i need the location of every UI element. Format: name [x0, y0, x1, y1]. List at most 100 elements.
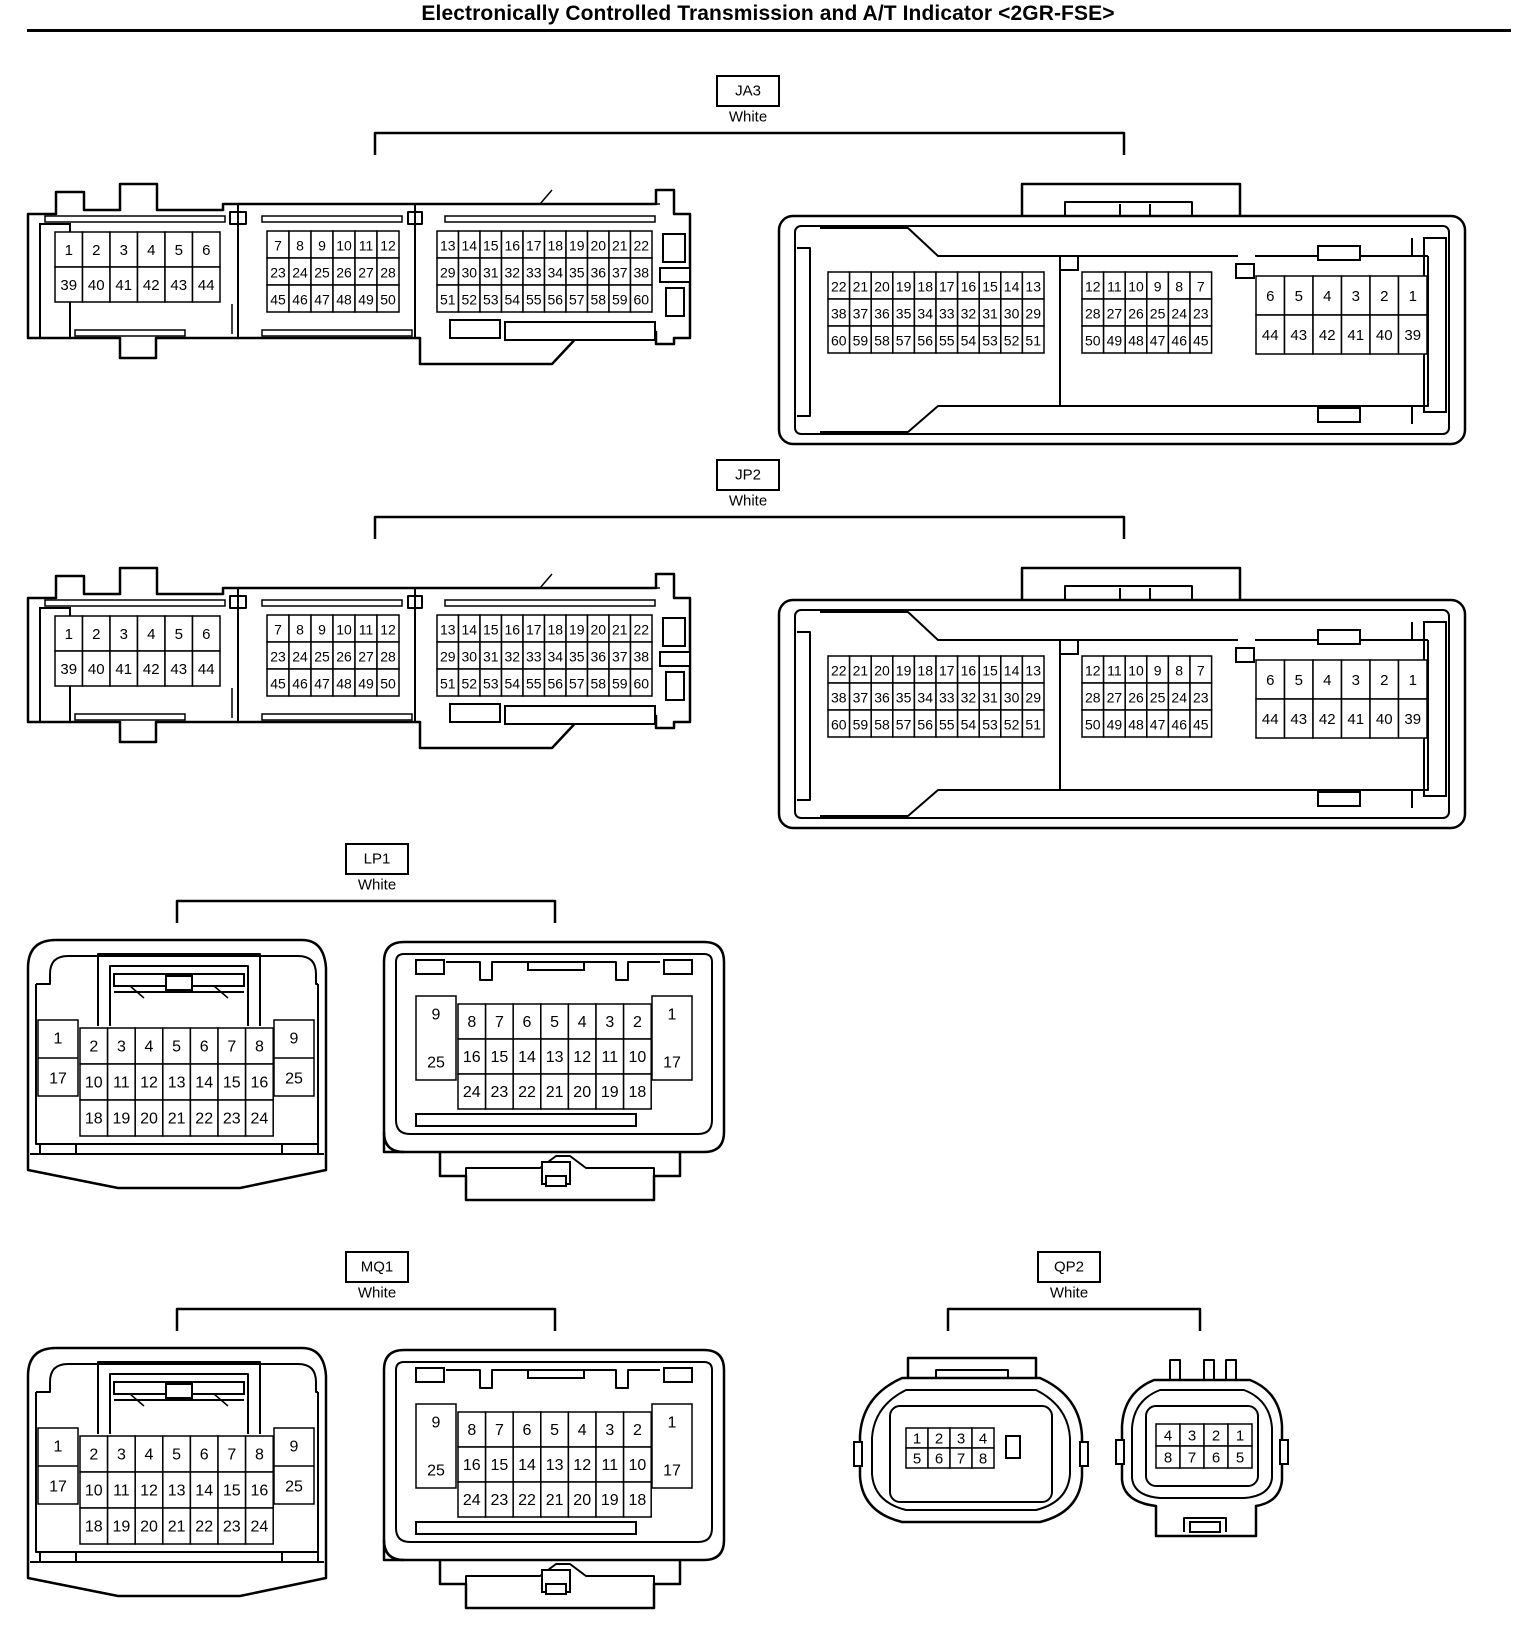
pin-number: 22 — [633, 238, 649, 254]
pin-number: 16 — [251, 1483, 269, 1500]
pin-number: 17 — [939, 663, 955, 679]
pin-number: 23 — [1193, 690, 1209, 706]
pin-number: 24 — [1171, 690, 1187, 706]
pin-number: 8 — [467, 1422, 476, 1439]
pin-number: 4 — [1164, 1428, 1172, 1445]
pin-number: 5 — [175, 626, 183, 643]
pin-number: 31 — [483, 265, 499, 281]
pin-number: 18 — [85, 1111, 103, 1128]
pin-number: 10 — [85, 1483, 103, 1500]
pin-number: 13 — [168, 1483, 186, 1500]
pin-number: 42 — [143, 661, 160, 678]
pin-number: 9 — [318, 622, 326, 638]
pin-number: 16 — [504, 622, 520, 638]
pin-number: 5 — [172, 1039, 181, 1056]
pin-number: 26 — [1128, 306, 1144, 322]
pin-number: 10 — [629, 1457, 647, 1474]
pin-number: 28 — [380, 649, 396, 665]
pin-number: 38 — [633, 649, 649, 665]
connector-id-label: JA3 — [735, 83, 761, 100]
pin-number: 34 — [547, 649, 563, 665]
pin-number: 26 — [336, 265, 352, 281]
pin-number: 7 — [274, 622, 282, 638]
pin-number: 25 — [285, 1071, 303, 1088]
pin-number: 30 — [461, 649, 477, 665]
pin-number: 10 — [85, 1075, 103, 1092]
pin-number: 3 — [1352, 672, 1360, 689]
pin-number: 50 — [380, 676, 396, 692]
pin-number: 17 — [49, 1479, 67, 1496]
pin-number: 12 — [1085, 279, 1101, 295]
pin-number: 52 — [461, 292, 477, 308]
pin-number: 16 — [251, 1075, 269, 1092]
pin-number: 19 — [569, 622, 585, 638]
pin-number: 35 — [569, 649, 585, 665]
pin-number: 38 — [831, 306, 847, 322]
pin-number: 58 — [874, 717, 890, 733]
pin-number: 5 — [175, 242, 183, 259]
pin-number: 13 — [440, 238, 456, 254]
pin-number: 21 — [612, 622, 628, 638]
pin-number: 42 — [143, 277, 160, 294]
pin-number: 6 — [1212, 1450, 1220, 1467]
pin-number: 5 — [550, 1014, 559, 1031]
pin-number: 18 — [629, 1084, 647, 1101]
pin-number: 13 — [546, 1049, 564, 1066]
pin-number: 23 — [223, 1111, 241, 1128]
pin-number: 55 — [939, 717, 955, 733]
pin-number: 3 — [120, 626, 128, 643]
pin-number: 45 — [1193, 717, 1209, 733]
pin-number: 15 — [491, 1049, 509, 1066]
pin-number: 42 — [1319, 327, 1336, 344]
pin-number: 7 — [1197, 279, 1205, 295]
connector-id-label: QP2 — [1054, 1259, 1084, 1276]
pin-number: 52 — [1004, 717, 1020, 733]
pin-number: 16 — [463, 1049, 481, 1066]
pin-number: 2 — [1212, 1428, 1220, 1445]
pin-number: 26 — [336, 649, 352, 665]
pin-number: 3 — [605, 1014, 614, 1031]
pin-number: 24 — [292, 265, 308, 281]
pin-number: 20 — [140, 1111, 158, 1128]
pin-number: 8 — [255, 1447, 264, 1464]
pin-number: 32 — [504, 265, 520, 281]
pin-number: 26 — [1128, 690, 1144, 706]
pin-number: 20 — [573, 1492, 591, 1509]
connector-id-label: MQ1 — [361, 1259, 394, 1276]
pin-number: 59 — [612, 676, 628, 692]
pin-number: 24 — [1171, 306, 1187, 322]
pin-number: 19 — [113, 1111, 131, 1128]
pin-number: 24 — [251, 1111, 269, 1128]
pin-number: 47 — [1150, 333, 1166, 349]
pin-number: 3 — [120, 242, 128, 259]
pin-number: 22 — [831, 279, 847, 295]
pin-number: 53 — [982, 333, 998, 349]
pin-number: 56 — [547, 676, 563, 692]
pin-number: 44 — [198, 661, 215, 678]
pin-number: 2 — [935, 1431, 943, 1448]
pin-number: 25 — [314, 265, 330, 281]
pin-number: 57 — [896, 717, 912, 733]
page-title: Electronically Controlled Transmission a… — [421, 2, 1115, 25]
pin-number: 24 — [463, 1492, 481, 1509]
connector-color-label: White — [729, 493, 767, 510]
pin-number: 4 — [147, 242, 155, 259]
pin-number: 20 — [573, 1084, 591, 1101]
pin-number: 1 — [54, 1439, 63, 1456]
pin-number: 44 — [1262, 327, 1279, 344]
pin-number: 18 — [629, 1492, 647, 1509]
pin-number: 22 — [195, 1111, 213, 1128]
pin-number: 40 — [88, 277, 105, 294]
pin-number: 39 — [1404, 711, 1421, 728]
pin-number: 21 — [612, 238, 628, 254]
pin-number: 4 — [578, 1422, 587, 1439]
pin-number: 27 — [1107, 690, 1123, 706]
